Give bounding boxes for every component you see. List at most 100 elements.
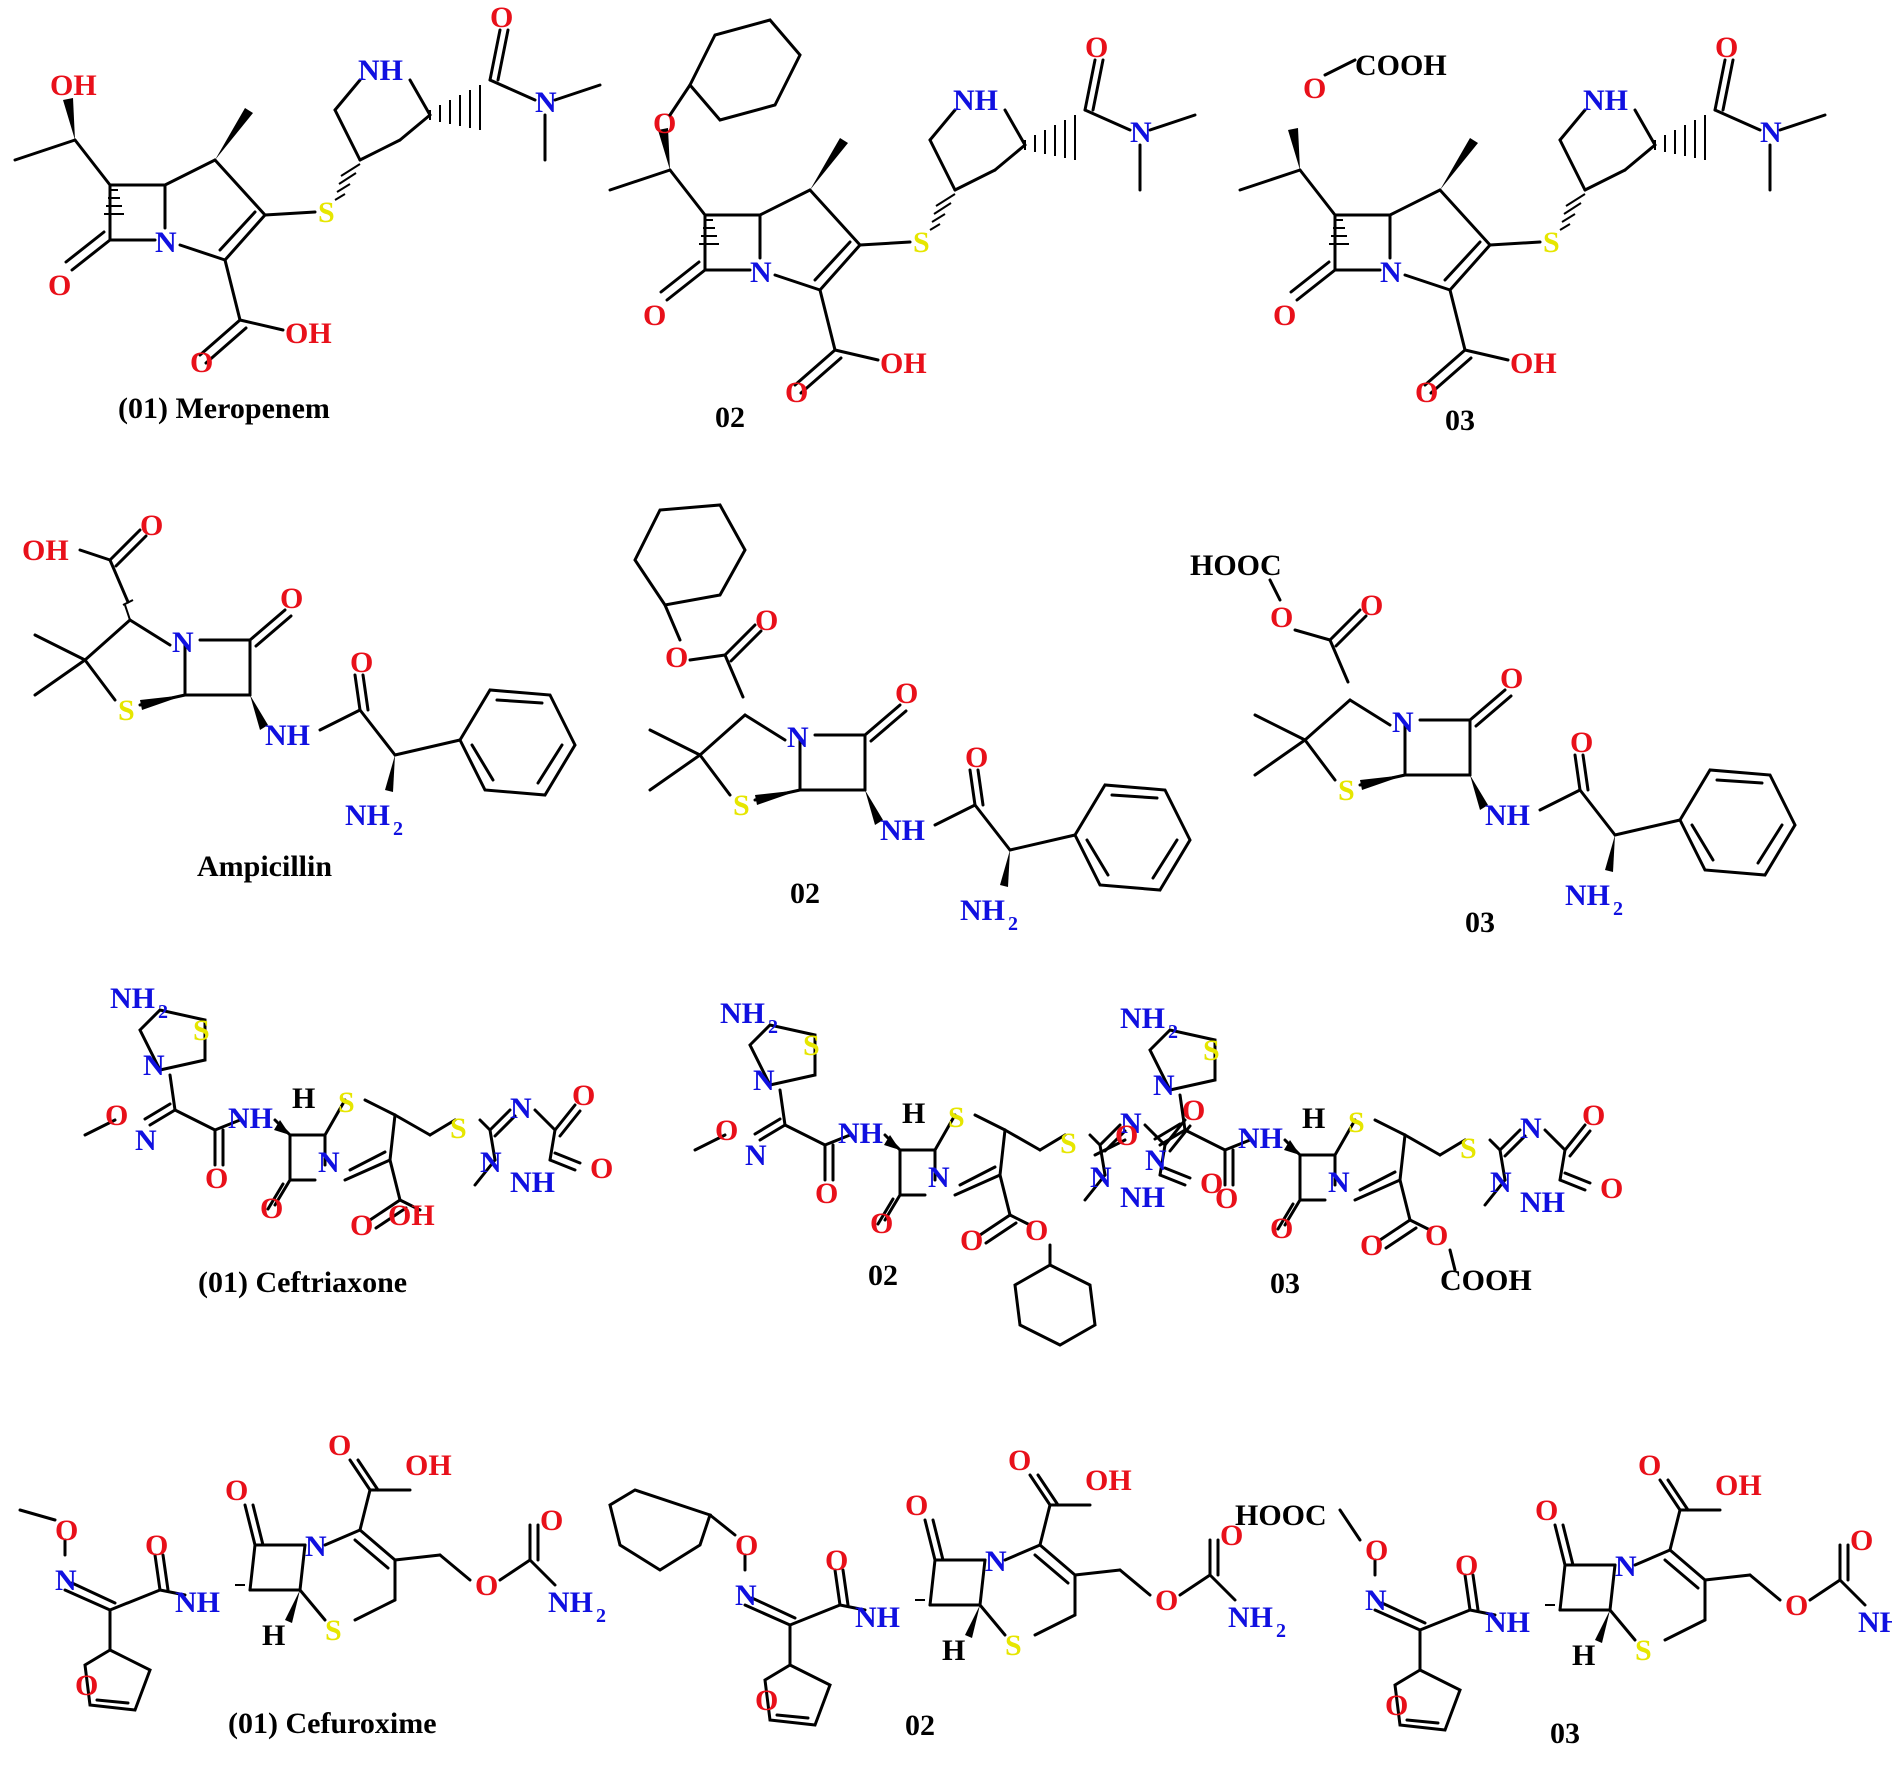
atom-o: O — [572, 1079, 595, 1112]
atom-o: O — [1008, 1444, 1031, 1477]
caption-03: 03 — [1445, 404, 1475, 437]
atom-nh: NH — [1120, 1181, 1165, 1214]
atom-o: O — [1455, 1549, 1478, 1582]
caption-02: 02 — [790, 877, 820, 910]
caption-03: 03 — [1550, 1717, 1580, 1750]
atom-sub2: 2 — [393, 818, 403, 840]
atom-o: O — [1715, 31, 1738, 64]
atom-n: N — [1153, 1069, 1175, 1102]
atom-n: N — [172, 626, 194, 659]
structure-meropenem-03: O COOH O N O OH S NH O N 03 — [1238, 31, 1827, 437]
atom-nh: NH — [1583, 84, 1628, 117]
atom-s: S — [318, 196, 335, 229]
atom-n: N — [1145, 1144, 1167, 1177]
atom-sub2: 2 — [1168, 1021, 1178, 1043]
atom-nh: NH — [880, 814, 925, 847]
atom-n: N — [55, 1564, 77, 1597]
atom-nh2: NH — [1858, 1606, 1892, 1639]
atom-n: N — [510, 1092, 532, 1125]
atom-n: N — [1120, 1107, 1142, 1140]
atom-o: O — [105, 1099, 128, 1132]
atom-o: O — [965, 741, 988, 774]
atom-h: H — [1572, 1639, 1595, 1672]
atom-n: N — [1130, 116, 1152, 149]
atom-o: O — [1600, 1172, 1623, 1205]
atom-o: O — [960, 1224, 983, 1257]
atom-n: N — [305, 1530, 327, 1563]
atom-o: O — [1415, 376, 1438, 409]
atom-nh: NH — [838, 1117, 883, 1150]
structure-ampicillin-02: O O N O S NH O NH 2 02 — [633, 503, 1192, 935]
atom-o: O — [55, 1514, 78, 1547]
atom-s: S — [1203, 1034, 1220, 1067]
atom-s: S — [1460, 1132, 1477, 1165]
atom-o: O — [1360, 589, 1383, 622]
atom-n: N — [753, 1064, 775, 1097]
atom-o: O — [870, 1207, 893, 1240]
atom-nh2: NH — [960, 894, 1005, 927]
atom-s: S — [1543, 226, 1560, 259]
atom-o: O — [785, 376, 808, 409]
atom-n: N — [928, 1161, 950, 1194]
atom-o: O — [1270, 1212, 1293, 1245]
atom-n: N — [985, 1545, 1007, 1578]
atom-cooh: COOH — [1440, 1264, 1532, 1297]
atom-nh: NH — [265, 719, 310, 752]
atom-nh: NH — [953, 84, 998, 117]
atom-nh: NH — [175, 1586, 220, 1619]
atom-nh: NH — [510, 1166, 555, 1199]
atom-h: H — [262, 1619, 285, 1652]
structure-ampicillin-03: HOOC O O N O S NH O NH 2 03 — [1190, 549, 1797, 939]
atom-n: N — [1392, 706, 1414, 739]
atom-s: S — [1635, 1634, 1652, 1667]
atom-n: N — [1760, 116, 1782, 149]
atom-o: O — [225, 1474, 248, 1507]
atom-n: N — [135, 1124, 157, 1157]
atom-o: O — [1200, 1167, 1223, 1200]
atom-n: N — [1090, 1161, 1112, 1194]
atom-o: O — [1273, 299, 1296, 332]
atom-oh: OH — [22, 534, 69, 567]
atom-nh2: NH — [720, 997, 765, 1030]
atom-nh: NH — [1238, 1122, 1283, 1155]
atom-nh: NH — [1485, 799, 1530, 832]
atom-o: O — [490, 1, 513, 34]
atom-o: O — [280, 582, 303, 615]
atom-n: N — [1615, 1550, 1637, 1583]
atom-s: S — [193, 1014, 210, 1047]
atom-o: O — [905, 1489, 928, 1522]
atom-s: S — [1338, 774, 1355, 807]
atom-o: O — [1385, 1689, 1408, 1722]
caption-ceftriaxone: (01) Ceftriaxone — [198, 1266, 407, 1299]
atom-s: S — [338, 1086, 355, 1119]
atom-n: N — [480, 1146, 502, 1179]
atom-nh2: NH — [345, 799, 390, 832]
atom-o: O — [48, 269, 71, 302]
atom-s: S — [1005, 1629, 1022, 1662]
atom-nh2: NH — [1228, 1601, 1273, 1634]
atom-o: O — [825, 1544, 848, 1577]
atom-o: O — [1303, 72, 1326, 105]
atom-oh: OH — [1085, 1464, 1132, 1497]
atom-s: S — [733, 789, 750, 822]
atom-sub2: 2 — [158, 1001, 168, 1023]
caption-02: 02 — [905, 1709, 935, 1742]
atom-o: O — [145, 1529, 168, 1562]
atom-o: O — [1570, 726, 1593, 759]
atom-s: S — [118, 694, 135, 727]
atom-o: O — [540, 1504, 563, 1537]
atom-o: O — [715, 1114, 738, 1147]
structure-ceftriaxone-02: NH 2 S N O N NH O H S N O O O S N O O N … — [693, 997, 1223, 1347]
atom-oh: OH — [1715, 1469, 1762, 1502]
atom-n: N — [750, 256, 772, 289]
atom-nh: NH — [358, 54, 403, 87]
atom-o: O — [475, 1569, 498, 1602]
atom-oh: OH — [1510, 347, 1557, 380]
atom-o: O — [190, 346, 213, 379]
atom-n: N — [1365, 1584, 1387, 1617]
atom-h: H — [292, 1082, 315, 1115]
atom-n: N — [1380, 256, 1402, 289]
atom-oh: OH — [388, 1199, 435, 1232]
atom-s: S — [450, 1112, 467, 1145]
atom-oh: OH — [880, 347, 927, 380]
